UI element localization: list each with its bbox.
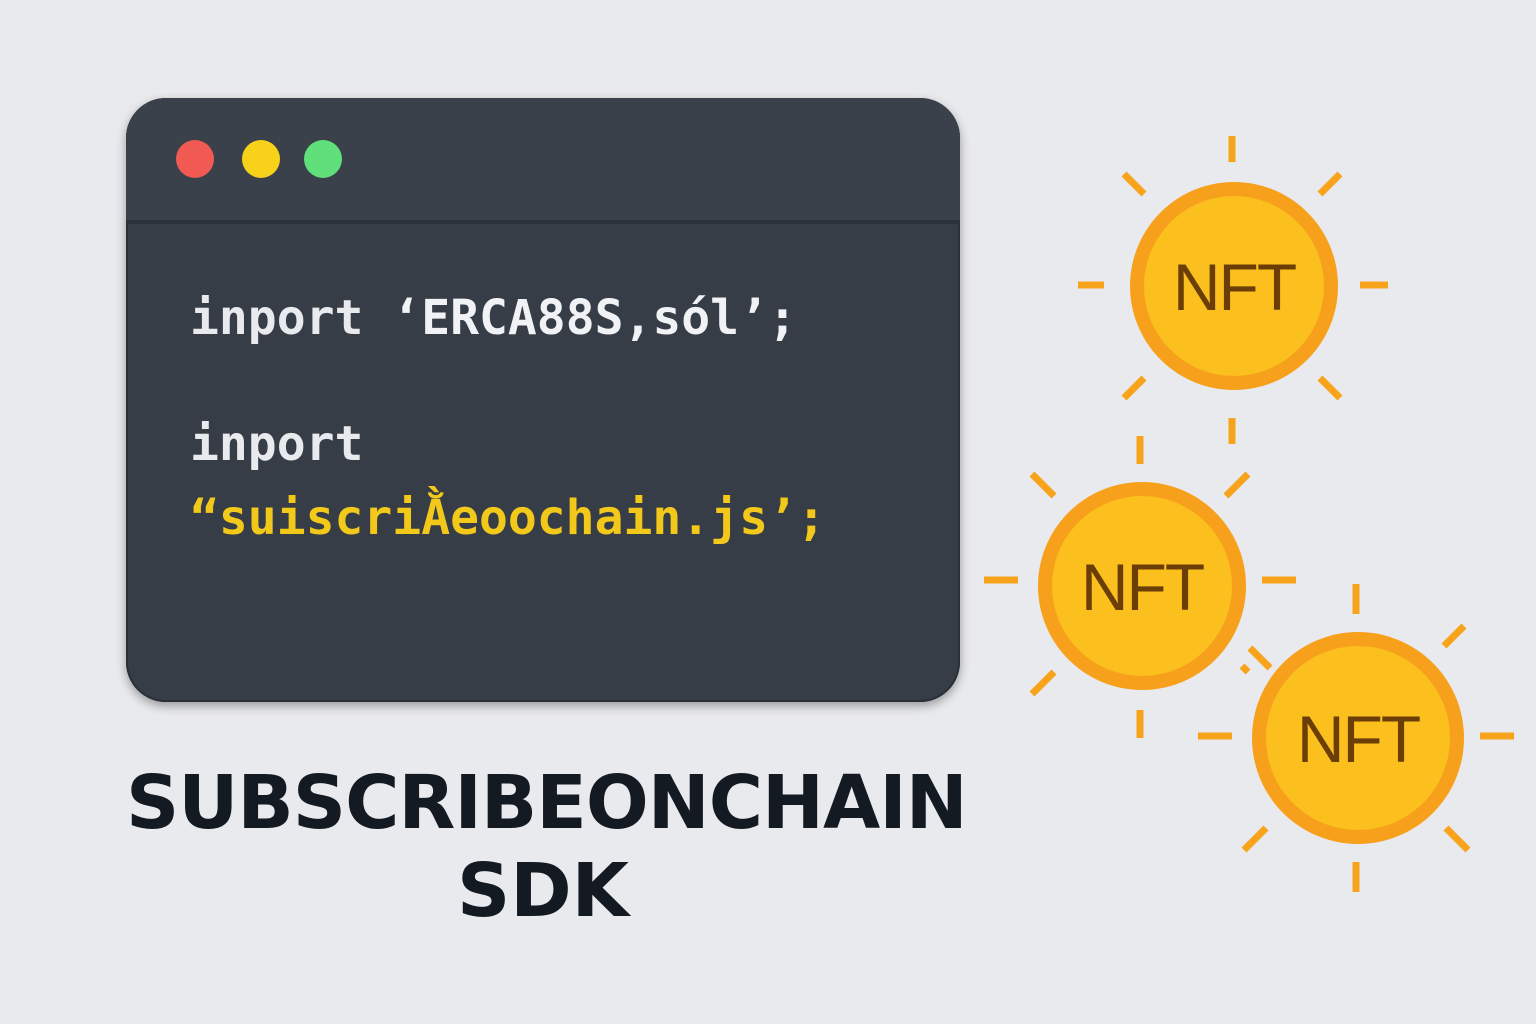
import-keyword: inport [190,290,364,346]
close-dot-icon[interactable] [176,140,214,178]
nft-label: NFT [1297,702,1420,776]
window-titlebar [126,98,960,224]
sdk-title: SUBSCRIBEONCHAIN [126,760,968,846]
code-window: inport ‘ERCA88S,sól’; inport “suiscriẰeo… [126,98,960,702]
maximize-dot-icon[interactable] [304,140,342,178]
nft-coin-icon: NFT [1070,128,1394,452]
import-path: “suiscriẰeoochain.js’; [190,490,826,546]
code-line-3: “suiscriẰeoochain.js’; [190,490,826,546]
sdk-subtitle: SDK [456,848,630,934]
code-line-2: inport [190,416,363,472]
import-path: ‘ERCA88S,sól’; [392,290,797,346]
nft-coin-icon: NFT [980,428,1304,752]
nft-coin-icon: NFT [1194,578,1518,902]
nft-label: NFT [1081,550,1204,624]
minimize-dot-icon[interactable] [242,140,280,178]
nft-label: NFT [1173,250,1296,324]
code-line-1: inport ‘ERCA88S,sól’; [190,290,797,346]
import-keyword: inport [190,416,364,472]
